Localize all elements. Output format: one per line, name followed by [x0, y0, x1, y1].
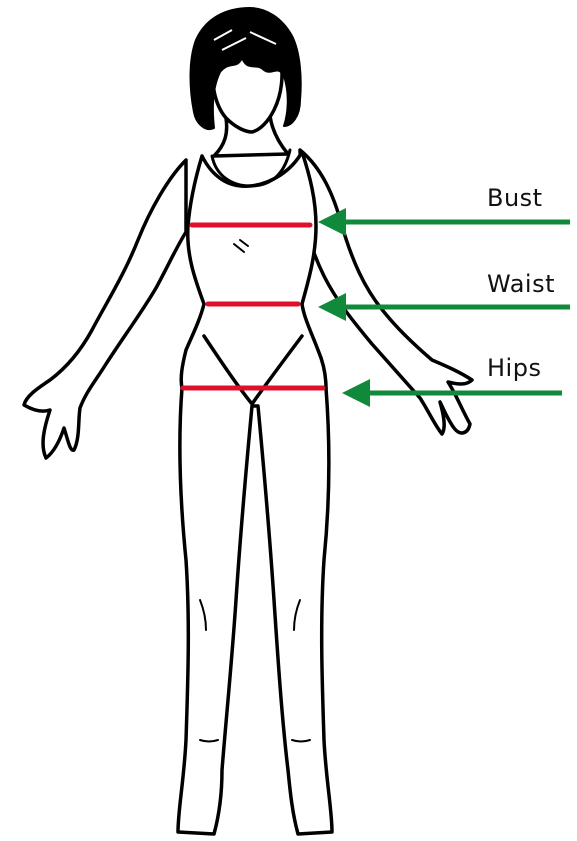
legs: [178, 388, 332, 834]
hips-label: Hips: [487, 356, 541, 380]
waist-label: Waist: [487, 272, 555, 296]
left-arm: [24, 160, 186, 458]
bust-arrow-icon: [318, 208, 570, 236]
woman-figure-icon: [24, 56, 472, 834]
bust-label: Bust: [487, 186, 543, 210]
torso: [181, 152, 326, 388]
